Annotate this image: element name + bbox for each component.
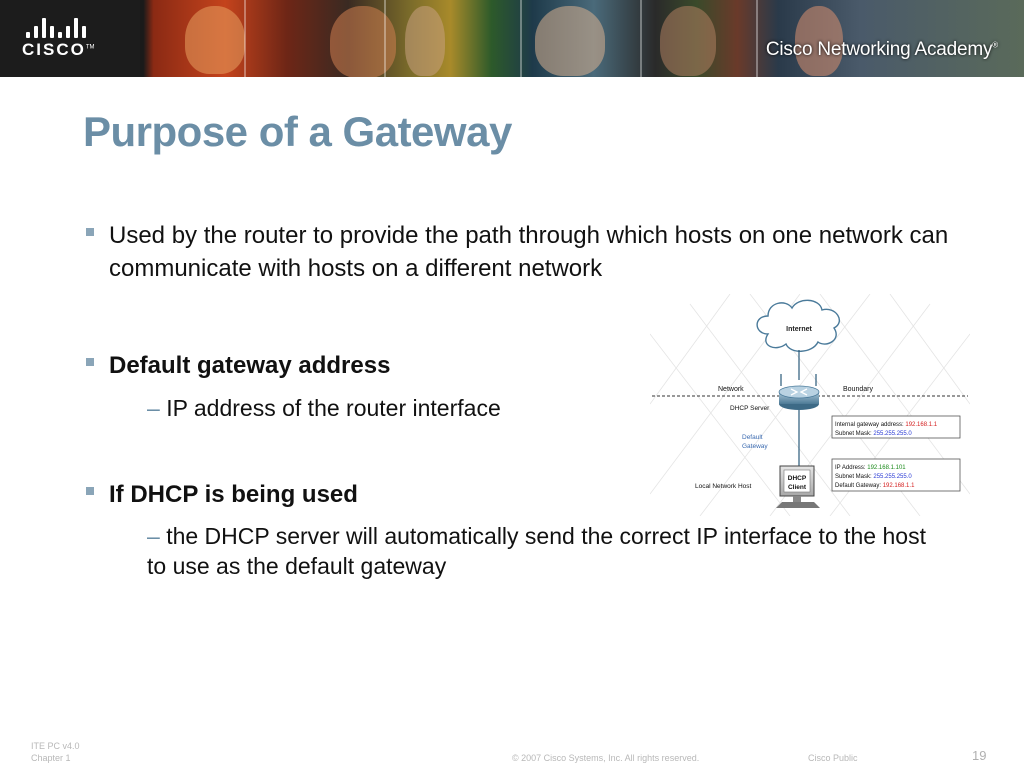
dhcp-server-label: DHCP Server [730,405,770,412]
sub-bullet-text: IP address of the router interface [166,395,501,421]
gateway-diagram: Internet Network Boundary DHCP Server In… [650,294,970,516]
banner-photo [330,6,396,77]
bullet-square-icon [86,228,94,236]
footer-course: ITE PC v4.0 [31,741,80,751]
bullet-text: Default gateway address [109,352,391,379]
dash-marker: – [147,395,160,421]
bullet-item: If DHCP is being used [86,478,586,511]
boundary-label: Boundary [843,386,873,393]
sub-bullet: – the DHCP server will automatically sen… [147,521,937,581]
client-info-line: Subnet Mask: 255.255.255.0 [835,474,912,480]
router-info-box: Internal gateway address: 192.168.1.1 Su… [831,415,961,439]
bullet-text: Used by the router to provide the path t… [109,222,949,282]
router-info-line: Internal gateway address: 192.168.1.1 [835,422,938,428]
footer-classification: Cisco Public [808,753,858,763]
router-info-line: Subnet Mask: 255.255.255.0 [835,431,912,437]
cisco-wordmark: CISCOTM [22,40,95,59]
banner-photo [660,6,716,76]
page-number: 19 [972,748,987,763]
client-info-line-value: 192.168.1.101 [867,465,906,471]
client-info-line-label: IP Address: [835,465,867,471]
client-info-line: IP Address: 192.168.1.101 [835,465,906,471]
footer-copyright: © 2007 Cisco Systems, Inc. All rights re… [512,753,700,763]
bullet-item: Default gateway address [86,349,586,382]
local-network-host-label: Local Network Host [695,483,752,490]
bullet-item: Used by the router to provide the path t… [86,219,966,285]
router-info-line-value: 255.255.255.0 [873,431,912,437]
banner-photo [185,6,245,74]
dhcp-client-pc-icon [776,465,820,508]
sub-bullet-text: the DHCP server will automatically send … [147,523,926,579]
client-info-line: Default Gateway: 192.168.1.1 [835,483,915,489]
network-label: Network [718,386,744,393]
router-info-line-label: Internal gateway address: [835,422,905,428]
client-info-line-value: 192.168.1.1 [883,483,915,489]
router-icon [778,374,820,410]
internet-cloud-icon [756,299,840,352]
bullet-text: If DHCP is being used [109,481,358,508]
bullet-square-icon [86,358,94,366]
banner-photo [795,6,843,76]
client-info-line-value: 255.255.255.0 [873,474,912,480]
cisco-logo: CISCOTM [0,0,140,77]
router-info-line-label: Subnet Mask: [835,431,873,437]
header-banner: CISCOTM Cisco Networking Academy® [0,0,1024,77]
academy-name: Cisco Networking Academy® [765,39,998,60]
footer-chapter: Chapter 1 [31,753,71,763]
bullet-square-icon [86,487,94,495]
sub-bullet: – IP address of the router interface [147,393,627,423]
client-info-line-label: Default Gateway: [835,483,883,489]
banner-photo [535,6,605,76]
cisco-bars-icon [26,18,90,38]
router-info-line-value: 192.168.1.1 [905,422,937,428]
banner-photo [405,6,445,76]
client-info-line-label: Subnet Mask: [835,474,873,480]
internet-label: Internet [786,326,812,333]
client-info-box: IP Address: 192.168.1.101 Subnet Mask: 2… [831,458,961,492]
dash-marker: – [147,523,160,549]
slide-title: Purpose of a Gateway [83,108,512,155]
